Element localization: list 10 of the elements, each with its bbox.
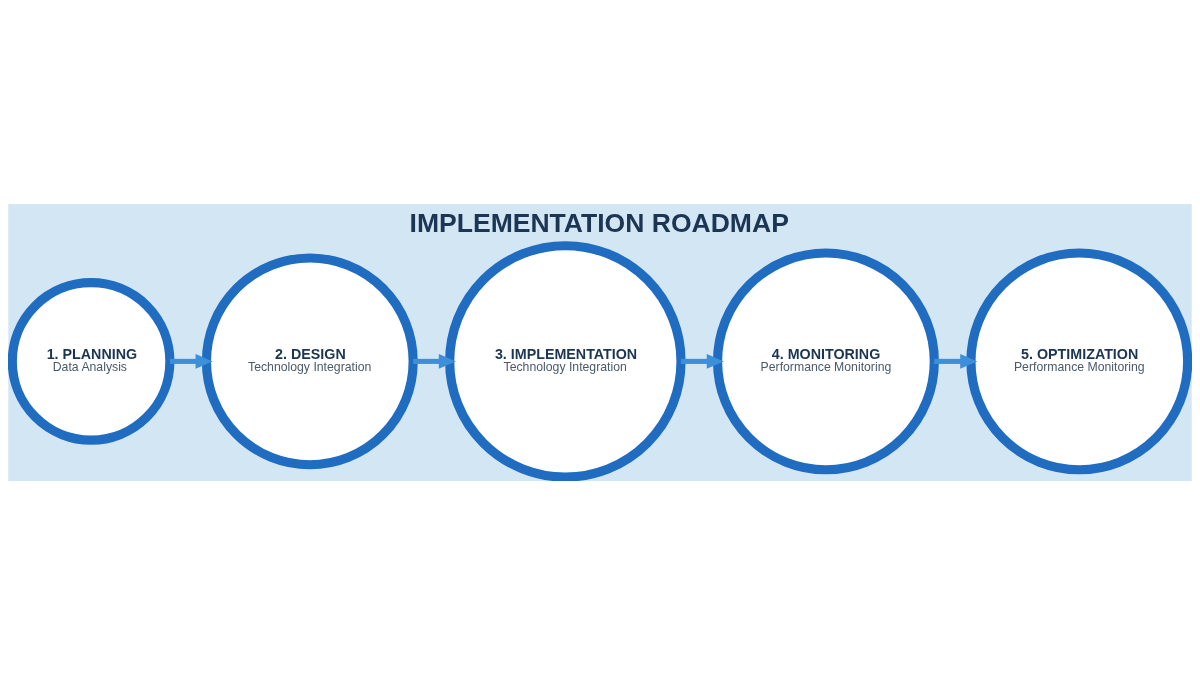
node-circle: 5. OPTIMIZATION Performance Monitoring	[966, 248, 1192, 475]
arrow	[680, 353, 724, 369]
arrow	[934, 353, 978, 369]
node-circle: 3. IMPLEMENTATION Technology Integration	[445, 241, 686, 481]
arrow	[413, 353, 456, 369]
node-circle: 4. MONITORING Performance Monitoring	[712, 248, 939, 475]
node-circle: 1. PLANNING Data Analysis	[8, 278, 175, 445]
arrow	[170, 353, 213, 369]
node-circle: 2. DESIGN Technology Integration	[201, 253, 418, 470]
diagram-title: IMPLEMENTATION ROADMAP	[409, 208, 789, 239]
